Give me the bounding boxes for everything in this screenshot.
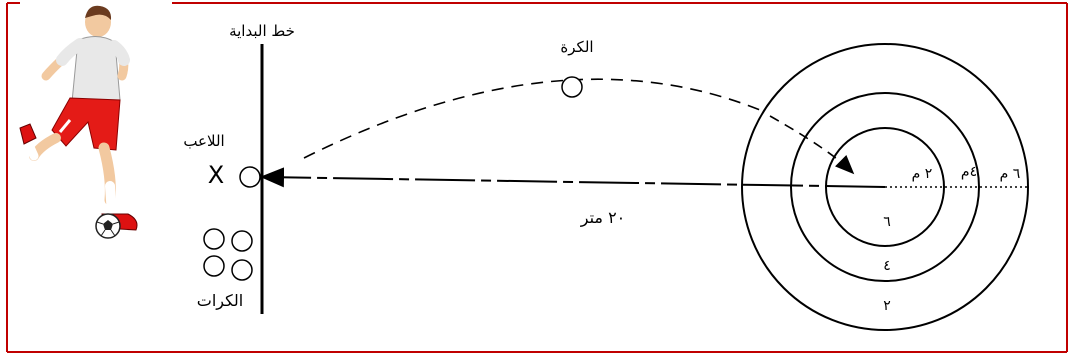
balls-group <box>203 228 253 281</box>
ring-radius-6-label: ٦ م <box>1000 166 1021 182</box>
ball-in-flight <box>561 76 583 98</box>
page-frame <box>6 2 1068 353</box>
score-inner-label: ٦ <box>883 214 891 230</box>
distance-arrow <box>260 167 886 188</box>
ball-label: الكرة <box>560 38 593 56</box>
player-ball-circle <box>239 166 261 188</box>
balls-label: الكرات <box>197 291 244 311</box>
ring-radius-4-label: ٤م <box>961 164 977 180</box>
spare-ball <box>231 259 253 281</box>
ring-radius-2-label: ٢ م <box>912 166 933 182</box>
player-label: اللاعب <box>183 132 224 150</box>
spare-ball <box>231 230 253 252</box>
ball-trajectory-end <box>769 115 855 175</box>
ring-outer <box>741 43 1029 331</box>
spare-ball <box>203 255 225 277</box>
target-rings <box>741 43 1029 331</box>
distance-label: ٢٠ متر <box>580 208 626 228</box>
score-outer-label: ٢ <box>883 298 891 314</box>
goal-line-label: خط البداية <box>229 22 295 40</box>
player-marker-x: X <box>208 161 224 189</box>
ball-trajectory <box>303 78 761 159</box>
score-middle-label: ٤ <box>883 258 891 274</box>
ring-middle <box>790 92 980 282</box>
soccer-player-kicking-icon <box>19 5 138 231</box>
spare-ball <box>203 228 225 250</box>
soccer-ball-icon <box>95 213 121 239</box>
